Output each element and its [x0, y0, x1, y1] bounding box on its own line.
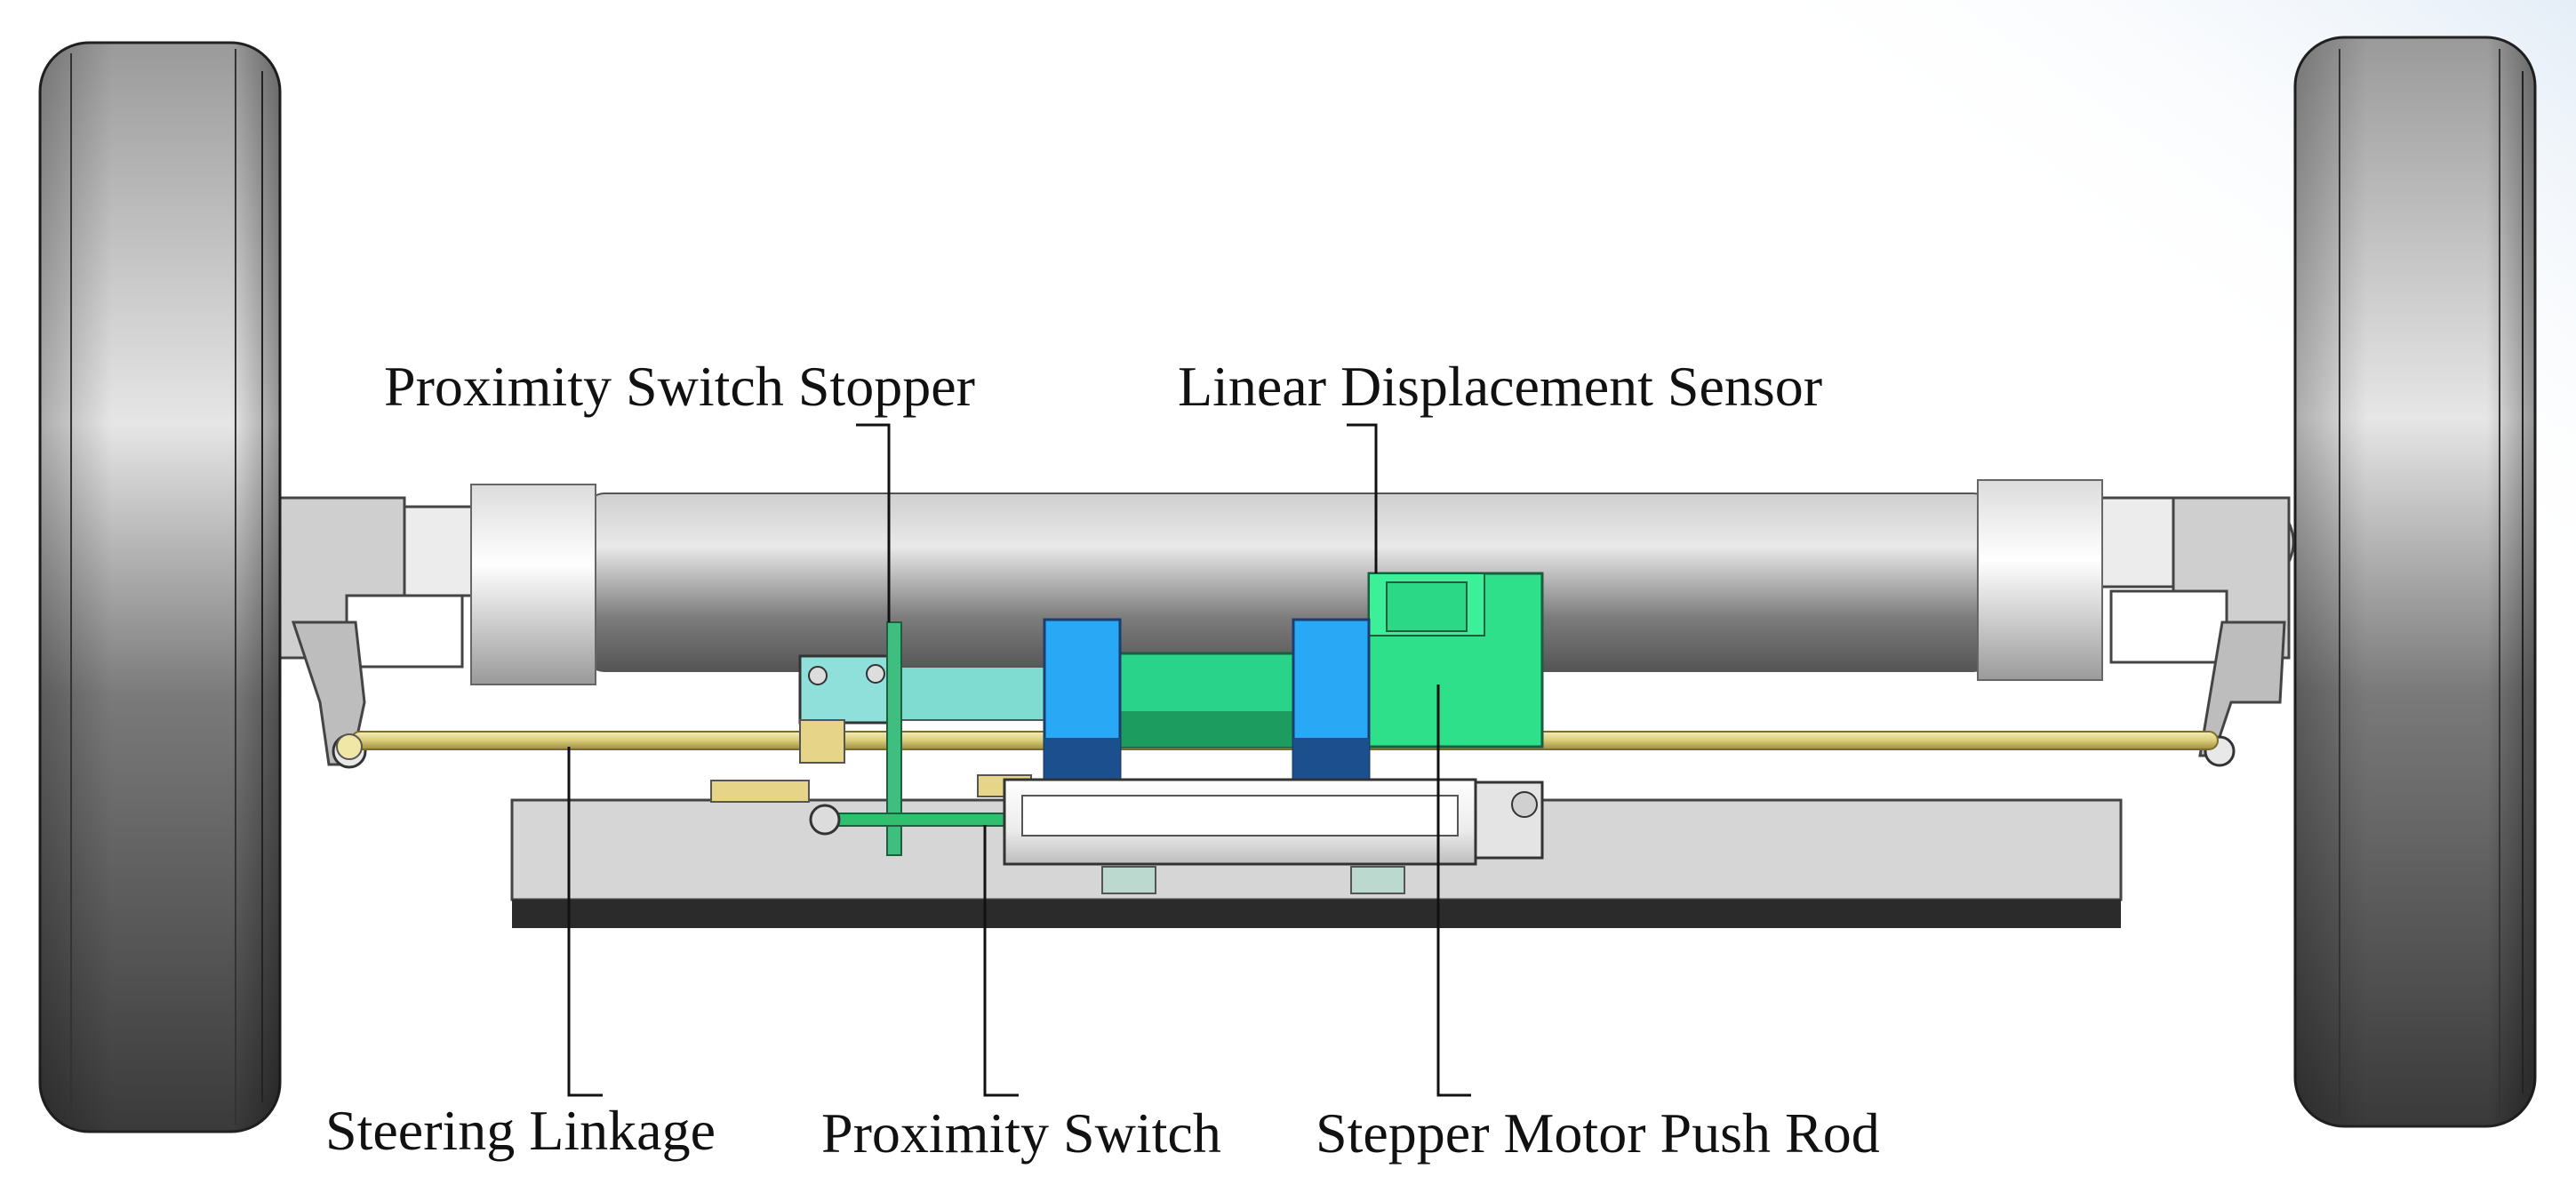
stepper-motor-push-rod	[1043, 572, 1544, 781]
leader-proximity-switch	[983, 825, 1019, 1097]
label-steering-linkage: Steering Linkage	[325, 1099, 716, 1162]
leader-stepper-motor-push-rod	[1436, 685, 1471, 1097]
label-proximity-switch-stopper: Proximity Switch Stopper	[384, 355, 975, 418]
steering-arms	[291, 621, 2286, 769]
axle-tube	[278, 479, 2295, 685]
mount-foot	[1350, 866, 1405, 894]
leader-proximity-switch-stopper	[856, 423, 891, 622]
label-stepper-motor-push-rod: Stepper Motor Push Rod	[1316, 1101, 1880, 1165]
leader-lines	[567, 423, 1471, 1097]
bracket	[710, 780, 810, 803]
label-proximity-switch: Proximity Switch	[821, 1101, 1221, 1165]
label-linear-displacement-sensor: Linear Displacement Sensor	[1178, 355, 1823, 418]
mount-foot	[1101, 866, 1156, 894]
proximity-switch-plate	[809, 621, 1014, 856]
right-wheel	[2293, 36, 2537, 1128]
left-wheel	[38, 41, 282, 1133]
linear-displacement-sensor	[1003, 778, 1544, 866]
leader-steering-linkage	[567, 747, 603, 1097]
leader-linear-displacement-sensor	[1347, 423, 1378, 573]
